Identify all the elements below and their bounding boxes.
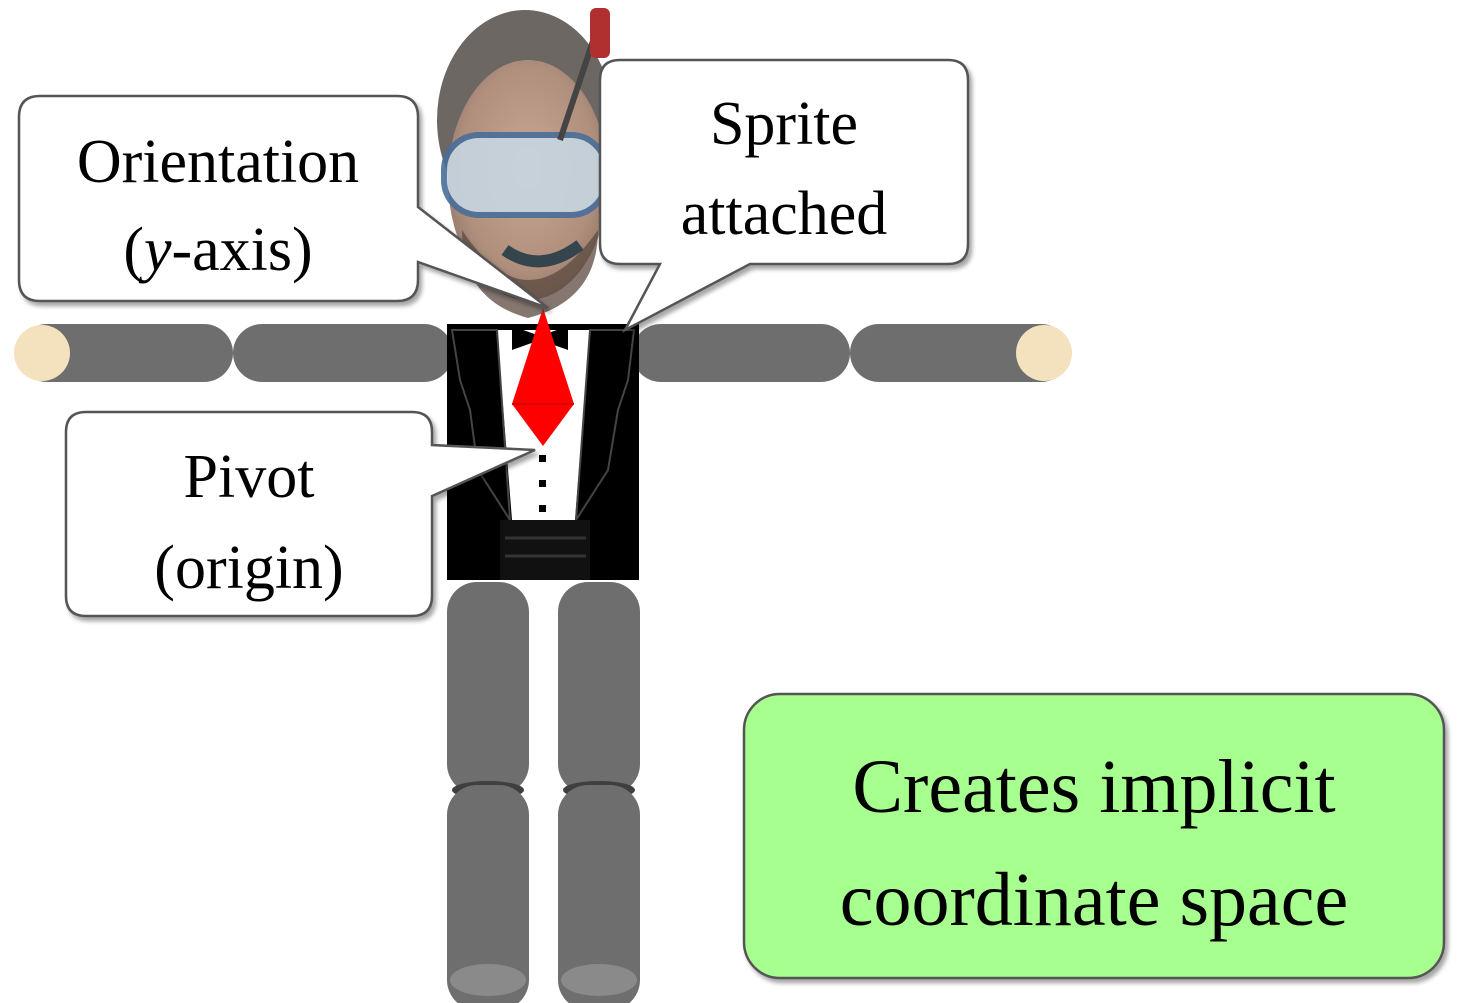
torso-sprite	[447, 308, 639, 580]
callout-orientation	[17, 94, 549, 310]
callout-orientation-line2: (y-axis)	[123, 216, 312, 284]
right-lapel	[575, 329, 636, 521]
snorkel-mouthpiece	[501, 240, 584, 268]
goggles	[441, 132, 609, 218]
callout-pivot-line2: (origin)	[154, 534, 343, 602]
note-line1: Creates implicit	[852, 745, 1335, 829]
callout-sprite-line2: attached	[681, 180, 888, 248]
left-hand	[14, 325, 70, 381]
left-thigh	[447, 582, 529, 794]
right-foot-joint	[561, 964, 637, 996]
right-upper-arm	[632, 324, 850, 382]
shirt-button	[539, 455, 546, 462]
right-forearm	[850, 324, 1070, 382]
y-axis-italic: y	[138, 216, 172, 284]
callout-sprite-bubble	[598, 58, 970, 334]
note-line2: coordinate space	[840, 858, 1349, 942]
open-paren: (	[123, 216, 144, 284]
head-sprite	[437, 8, 613, 318]
legs	[447, 582, 640, 1003]
shirt-button	[539, 480, 546, 487]
left-arm	[14, 324, 453, 382]
note-box	[742, 692, 1446, 980]
callout-orientation-line1: Orientation	[77, 128, 359, 196]
red-tie-orientation-arrow	[512, 308, 574, 446]
right-hand	[1016, 325, 1072, 381]
callout-pivot-line1: Pivot	[184, 443, 315, 511]
beard	[462, 230, 598, 318]
shirt-button	[539, 505, 546, 512]
left-forearm	[18, 324, 233, 382]
callout-orientation-bubble	[17, 94, 549, 310]
callout-sprite-line1: Sprite	[710, 90, 858, 158]
cummerbund	[500, 520, 590, 580]
left-shin	[447, 785, 529, 1003]
right-shin	[558, 785, 640, 1003]
axis-rest: -axis)	[172, 216, 313, 284]
right-thigh	[558, 582, 640, 794]
snorkel-tip-icon	[590, 8, 610, 58]
callout-sprite	[598, 58, 970, 334]
note-box-background	[742, 692, 1446, 980]
callout-pivot-bubble	[64, 410, 536, 618]
left-foot-joint	[450, 964, 526, 996]
right-arm	[632, 324, 1072, 382]
left-upper-arm	[233, 324, 453, 382]
callout-pivot	[64, 410, 536, 618]
